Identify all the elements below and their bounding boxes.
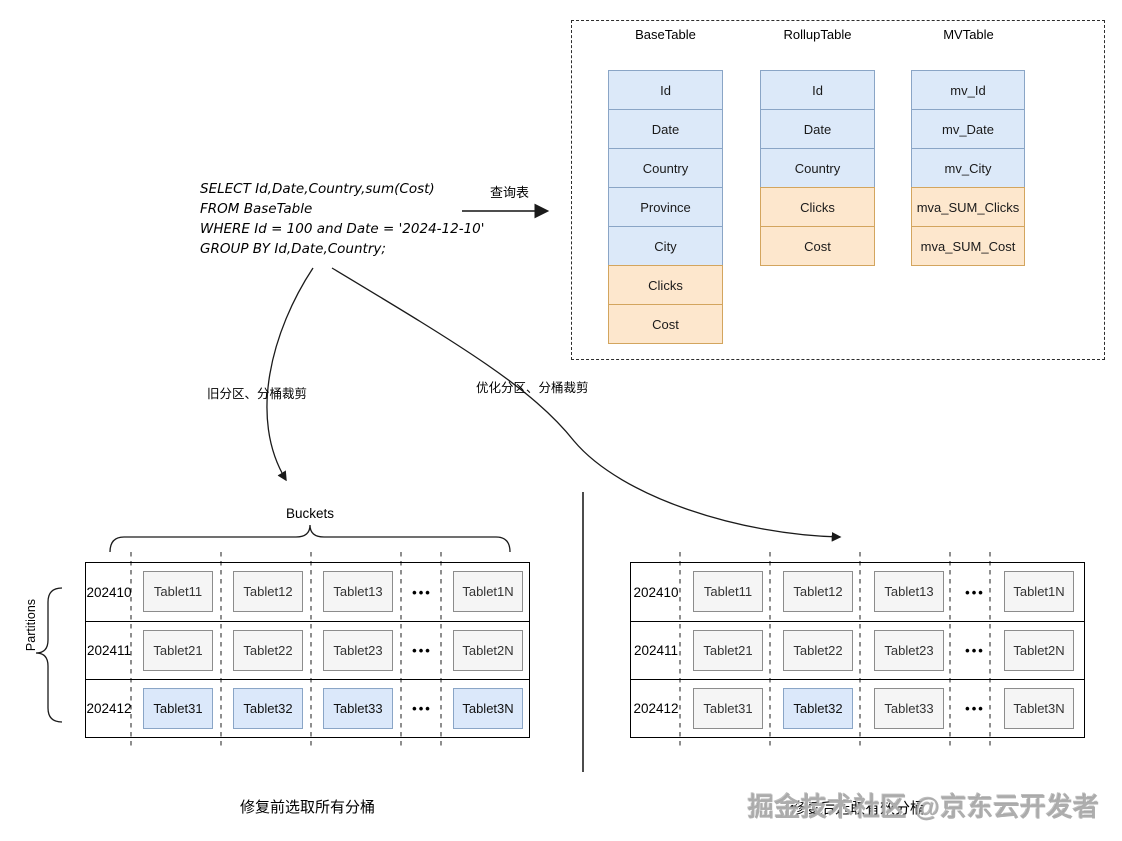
partition-label: 202411 — [86, 643, 132, 659]
column-cell: mv_Id — [911, 70, 1025, 110]
column-cell: mva_SUM_Cost — [911, 226, 1025, 266]
sql-line: GROUP BY Id,Date,Country; — [200, 241, 386, 257]
partition-row: 202411 Tablet21 Tablet22 Tablet23 ••• Ta… — [631, 621, 1084, 679]
column-cell: Id — [760, 70, 875, 110]
tablet-box: Tablet23 — [323, 630, 393, 672]
column-cell: Province — [608, 187, 723, 227]
tablet-box: Tablet13 — [323, 571, 393, 612]
tablet-box: Tablet1N — [1004, 571, 1074, 612]
partitions-brace — [35, 587, 63, 723]
ellipsis: ••• — [412, 584, 432, 600]
column-cell: Date — [760, 109, 875, 149]
sql-line: WHERE Id = 100 and Date = '2024-12-10' — [200, 221, 485, 237]
tablet-box-highlighted: Tablet31 — [143, 688, 213, 730]
old-pruning-label: 旧分区、分桶裁剪 — [207, 387, 308, 401]
partition-label: 202410 — [86, 584, 132, 600]
tablet-box: Tablet11 — [693, 571, 763, 612]
partitions-label: Partitions — [24, 598, 38, 652]
partition-label: 202412 — [633, 701, 679, 717]
partition-row: 202410 Tablet11 Tablet12 Tablet13 ••• Ta… — [86, 563, 529, 621]
rollup-table: Id Date Country Clicks Cost — [760, 70, 875, 266]
tablet-box: Tablet22 — [783, 630, 853, 672]
right-bucket-grid: 202410 Tablet11 Tablet12 Tablet13 ••• Ta… — [630, 562, 1085, 738]
partition-row: 202412 Tablet31 Tablet32 Tablet33 ••• Ta… — [86, 679, 529, 737]
ellipsis: ••• — [412, 643, 432, 659]
partition-label: 202411 — [633, 643, 679, 659]
buckets-label: Buckets — [285, 506, 335, 521]
tablet-box: Tablet33 — [874, 688, 944, 730]
column-cell: mva_SUM_Clicks — [911, 187, 1025, 227]
tablet-box-highlighted: Tablet33 — [323, 688, 393, 730]
ellipsis: ••• — [965, 643, 985, 659]
column-cell: Country — [760, 148, 875, 188]
tablet-box: Tablet12 — [783, 571, 853, 612]
sql-line: FROM BaseTable — [200, 201, 313, 217]
partition-row: 202410 Tablet11 Tablet12 Tablet13 ••• Ta… — [631, 563, 1084, 621]
old-pruning-arrow — [266, 267, 314, 482]
column-cell: Clicks — [760, 187, 875, 227]
tablet-box: Tablet2N — [453, 630, 523, 672]
rollup-table-title: RollupTable — [783, 27, 852, 42]
sql-line: SELECT Id,Date,Country,sum(Cost) — [200, 181, 435, 197]
mv-table-title: MVTable — [943, 27, 994, 42]
column-cell: mv_City — [911, 148, 1025, 188]
tablet-box: Tablet31 — [693, 688, 763, 730]
column-cell: Id — [608, 70, 723, 110]
ellipsis: ••• — [965, 701, 985, 717]
ellipsis: ••• — [412, 701, 432, 717]
tablet-box: Tablet3N — [1004, 688, 1074, 730]
right-caption: 修复后选取有效分桶 — [789, 800, 925, 817]
left-bucket-grid: 202410 Tablet11 Tablet12 Tablet13 ••• Ta… — [85, 562, 530, 738]
column-cell: Cost — [608, 304, 723, 344]
column-cell: Cost — [760, 226, 875, 266]
base-table-title: BaseTable — [635, 27, 696, 42]
watermark: 掘金技术社区 @京东云开发者 — [748, 792, 1100, 822]
tablet-box: Tablet22 — [233, 630, 303, 672]
partition-row: 202411 Tablet21 Tablet22 Tablet23 ••• Ta… — [86, 621, 529, 679]
tablet-box: Tablet12 — [233, 571, 303, 612]
tablet-box: Tablet21 — [693, 630, 763, 672]
column-cell: mv_Date — [911, 109, 1025, 149]
partition-label: 202412 — [86, 701, 132, 717]
tablet-box: Tablet13 — [874, 571, 944, 612]
tablet-box: Tablet1N — [453, 571, 523, 612]
column-cell: City — [608, 226, 723, 266]
partition-row: 202412 Tablet31 Tablet32 Tablet33 ••• Ta… — [631, 679, 1084, 737]
tablet-box: Tablet21 — [143, 630, 213, 672]
ellipsis: ••• — [965, 584, 985, 600]
tablet-box-highlighted: Tablet32 — [233, 688, 303, 730]
tablet-box-highlighted: Tablet32 — [783, 688, 853, 730]
partition-label: 202410 — [633, 584, 679, 600]
column-cell: Date — [608, 109, 723, 149]
base-table: Id Date Country Province City Clicks Cos… — [608, 70, 723, 344]
mv-table: mv_Id mv_Date mv_City mva_SUM_Clicks mva… — [911, 70, 1025, 266]
left-caption: 修复前选取所有分桶 — [239, 799, 375, 816]
tablet-box: Tablet2N — [1004, 630, 1074, 672]
buckets-brace — [109, 524, 511, 553]
tablet-box: Tablet23 — [874, 630, 944, 672]
column-cell: Clicks — [608, 265, 723, 305]
tablet-box-highlighted: Tablet3N — [453, 688, 523, 730]
column-cell: Country — [608, 148, 723, 188]
optimized-pruning-label: 优化分区、分桶裁剪 — [476, 381, 589, 395]
tablet-box: Tablet11 — [143, 571, 213, 612]
query-table-label: 查询表 — [489, 185, 529, 200]
sql-query: SELECT Id,Date,Country,sum(Cost) FROM Ba… — [200, 179, 484, 259]
